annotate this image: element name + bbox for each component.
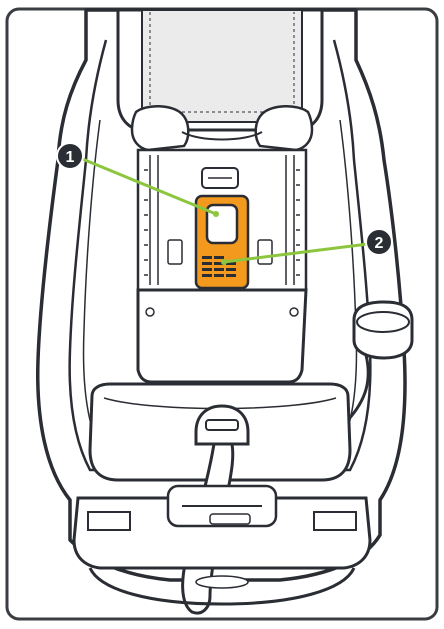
right-shoulder-pad	[254, 105, 314, 152]
base-front-lip	[88, 567, 356, 606]
neck-cushion	[181, 131, 263, 141]
base-right-foot	[313, 511, 357, 531]
cup-holder-rim	[356, 311, 410, 333]
callout-1-anchor	[213, 211, 219, 217]
left-wing-detail	[82, 119, 101, 451]
callout-2-leader	[223, 242, 369, 264]
headrest-panel	[141, 9, 303, 123]
base-release-tab	[209, 513, 251, 525]
seat-cover-flap	[136, 288, 308, 384]
left-buckle-tab	[167, 239, 183, 265]
left-shoulder-pad	[130, 105, 190, 152]
headrest-stitching	[149, 12, 295, 113]
callout-1-badge: 1	[56, 142, 84, 170]
base-left-foot	[87, 511, 131, 531]
flap-snap-right	[289, 307, 299, 317]
callout-2-anchor	[221, 259, 227, 265]
flap-snap-left	[145, 307, 155, 317]
callout-1-number: 1	[66, 149, 75, 166]
cup-holder-arm	[346, 354, 370, 422]
base-front-slot	[195, 575, 249, 589]
harness-height-slots	[202, 256, 236, 277]
callout-2-number: 2	[375, 235, 384, 252]
right-slot-rail	[285, 155, 300, 285]
seat-base	[72, 496, 372, 570]
callout-1-leader	[79, 156, 217, 216]
callout-2-badge: 2	[365, 228, 393, 256]
crotch-buckle-slot	[205, 419, 239, 431]
right-buckle-tab	[257, 239, 273, 265]
left-slot-rail	[144, 155, 159, 285]
